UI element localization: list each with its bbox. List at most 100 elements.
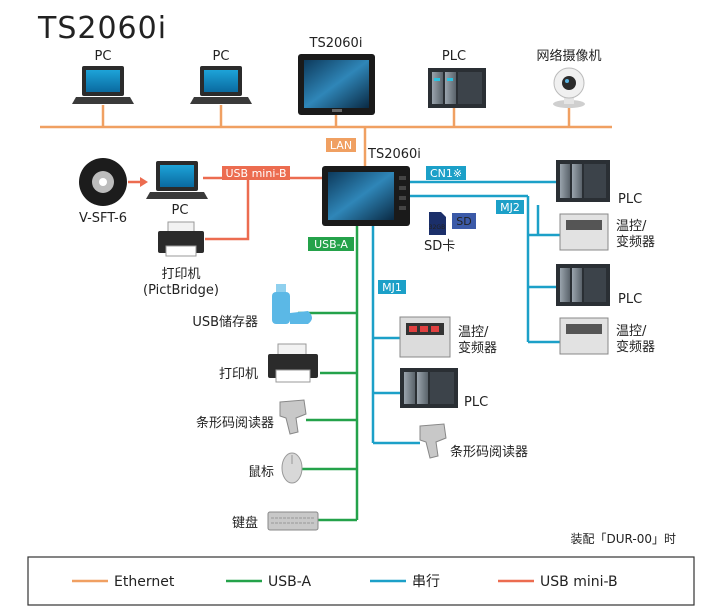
svg-text:USB mini-B: USB mini-B	[540, 574, 618, 590]
mouse-icon	[281, 452, 303, 484]
usb-printer-label: 打印机	[219, 367, 258, 382]
legend-item-ethernet: Ethernet	[72, 574, 175, 590]
left-printer-label-2: (PictBridge)	[143, 283, 219, 298]
printer-icon	[158, 221, 204, 257]
plc-icon	[556, 160, 610, 202]
mj1-barcode: 条形码阅读器	[419, 423, 528, 460]
top-plc: PLC	[428, 49, 486, 108]
svg-text:串行: 串行	[412, 574, 440, 590]
usb-keyboard: 键盘	[232, 511, 319, 531]
top-pc-2-label: PC	[213, 49, 230, 64]
mj1-plc: PLC	[400, 368, 488, 410]
disc-label: V-SFT-6	[79, 211, 127, 226]
plc-icon	[400, 368, 458, 408]
svg-text:32GB: 32GB	[429, 224, 445, 231]
camera-icon	[553, 67, 585, 108]
usb-barcode-label: 条形码阅读器	[196, 415, 274, 431]
cn1-tag: CN1※	[426, 166, 466, 180]
svg-text:USB mini-B: USB mini-B	[226, 167, 287, 180]
top-pc-1: PC	[72, 49, 134, 104]
top-camera: 网络摄像机	[536, 48, 602, 108]
arrow-disc-to-pc	[128, 177, 148, 187]
usb-stick-icon	[272, 284, 312, 324]
right-plc-1: PLC	[556, 160, 642, 207]
printer-icon	[268, 343, 318, 383]
center-hmi: TS2060i	[322, 147, 421, 226]
footnote: 装配「DUR-00」时	[571, 532, 676, 546]
right-temp-1: 温控/ 变频器	[559, 213, 655, 251]
temp-controller-icon	[399, 316, 451, 358]
right-plc-1-label: PLC	[618, 192, 642, 207]
top-plc-label: PLC	[442, 49, 466, 64]
lan-tag: LAN	[326, 138, 356, 152]
right-plc-2-label: PLC	[618, 292, 642, 307]
svg-text:MJ2: MJ2	[500, 201, 520, 214]
mj1-serial-lines	[371, 226, 420, 445]
legend-item-serial: 串行	[370, 574, 440, 590]
legend-item-usb-a: USB-A	[226, 574, 311, 590]
temp-controller-icon	[559, 317, 609, 355]
svg-text:SD: SD	[456, 215, 471, 228]
usb-storage: USB储存器	[192, 284, 312, 330]
usb-a-tag: USB-A	[308, 237, 354, 251]
center-hmi-screen	[328, 172, 394, 220]
sd-label: SD卡	[424, 239, 455, 254]
right-plc-2: PLC	[556, 264, 642, 307]
usb-mini-b-tag: USB mini-B	[222, 166, 290, 180]
ethernet-lines	[40, 105, 612, 168]
center-hmi-label: TS2060i	[367, 147, 421, 162]
laptop-icon	[72, 66, 134, 104]
usb-printer: 打印机	[219, 343, 318, 383]
left-pc: PC	[146, 161, 208, 218]
usb-barcode: 条形码阅读器	[196, 399, 307, 435]
top-hmi: TS2060i	[298, 36, 375, 115]
usb-mini-b-lines	[203, 176, 322, 241]
mj1-tag: MJ1	[378, 280, 406, 294]
laptop-icon	[190, 66, 252, 104]
disc-icon	[79, 158, 127, 206]
usb-mouse-label: 鼠标	[248, 465, 274, 480]
sd-badge	[452, 213, 476, 229]
right-temp-2: 温控/ 变频器	[559, 317, 655, 355]
page-title: TS2060i	[37, 11, 167, 46]
disc-v-sft: V-SFT-6	[79, 158, 127, 226]
right-temp-1-label-2: 变频器	[616, 234, 655, 250]
usb-keyboard-label: 键盘	[232, 515, 258, 531]
keyboard-icon	[267, 511, 319, 531]
barcode-scanner-icon	[279, 399, 307, 435]
right-temp-1-label-1: 温控/	[616, 219, 647, 234]
svg-text:Ethernet: Ethernet	[114, 574, 175, 590]
mj1-plc-label: PLC	[464, 395, 488, 410]
top-hmi-label: TS2060i	[309, 36, 363, 51]
top-camera-label: 网络摄像机	[536, 48, 601, 64]
svg-text:USB-A: USB-A	[268, 574, 311, 590]
cn1-mj2-serial-lines	[410, 180, 568, 344]
mj2-tag: MJ2	[496, 200, 524, 214]
top-pc-2: PC	[190, 49, 252, 104]
left-pc-label: PC	[172, 203, 189, 218]
plc-icon	[428, 68, 486, 108]
usb-storage-label: USB储存器	[192, 315, 258, 330]
barcode-scanner-icon	[419, 423, 447, 459]
left-printer-label-1: 打印机	[161, 267, 200, 282]
svg-text:LAN: LAN	[330, 139, 352, 152]
mj1-temp-label-1: 温控/	[458, 325, 489, 340]
temp-controller-icon	[559, 213, 609, 251]
svg-text:CN1※: CN1※	[430, 167, 462, 180]
hmi-panel-icon	[298, 54, 375, 115]
left-printer: 打印机 (PictBridge)	[143, 221, 219, 298]
plc-icon	[556, 264, 610, 306]
svg-text:MJ1: MJ1	[382, 281, 402, 294]
mj1-temp-label-2: 变频器	[458, 340, 497, 356]
legend-box	[27, 556, 695, 606]
top-pc-1-label: PC	[95, 49, 112, 64]
laptop-icon	[146, 161, 208, 199]
right-temp-2-label-2: 变频器	[616, 339, 655, 355]
svg-text:USB-A: USB-A	[314, 238, 348, 251]
legend-item-usb-mini-b: USB mini-B	[498, 574, 618, 590]
legend: Ethernet USB-A 串行 USB mini-B	[27, 556, 695, 606]
mj1-barcode-label: 条形码阅读器	[450, 444, 528, 460]
right-temp-2-label-1: 温控/	[616, 324, 647, 339]
sd-card-icon: 32GB	[429, 212, 446, 235]
